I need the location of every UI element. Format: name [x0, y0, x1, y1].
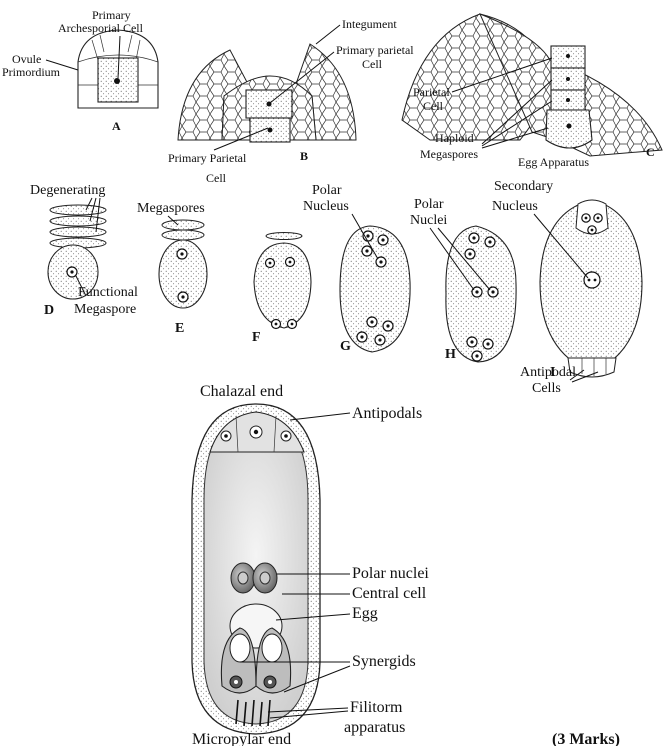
- marks-label: (3 Marks): [552, 731, 620, 746]
- label-central-cell: Central cell: [352, 585, 427, 602]
- label-e: E: [175, 321, 184, 336]
- label-h: H: [445, 347, 456, 362]
- embryo-sac: Chalazal end Antipodals Polar nuclei Cen…: [192, 383, 429, 746]
- label-egg: Egg: [352, 605, 378, 622]
- label-polar-nuclei-sac: Polar nuclei: [352, 565, 429, 582]
- label-d: D: [44, 303, 54, 318]
- label-egg-apparatus: Egg Apparatus: [518, 155, 589, 169]
- label-c: C: [646, 145, 655, 159]
- stage-e: Megaspores E: [137, 201, 207, 336]
- label-antipodals: Antipodals: [352, 405, 422, 422]
- label-f: F: [252, 330, 261, 345]
- label-a: A: [112, 119, 121, 133]
- label-degenerating: Degenerating: [30, 183, 105, 198]
- label-megaspores: Megaspores: [137, 201, 205, 216]
- label-integument: Integument: [342, 17, 397, 31]
- label-chalazal-end: Chalazal end: [200, 383, 283, 400]
- label-micropylar-end: Micropylar end: [192, 731, 291, 746]
- label-g: G: [340, 339, 351, 354]
- label-b: B: [300, 149, 308, 163]
- label-synergids: Synergids: [352, 653, 416, 670]
- stage-f: F: [252, 233, 311, 346]
